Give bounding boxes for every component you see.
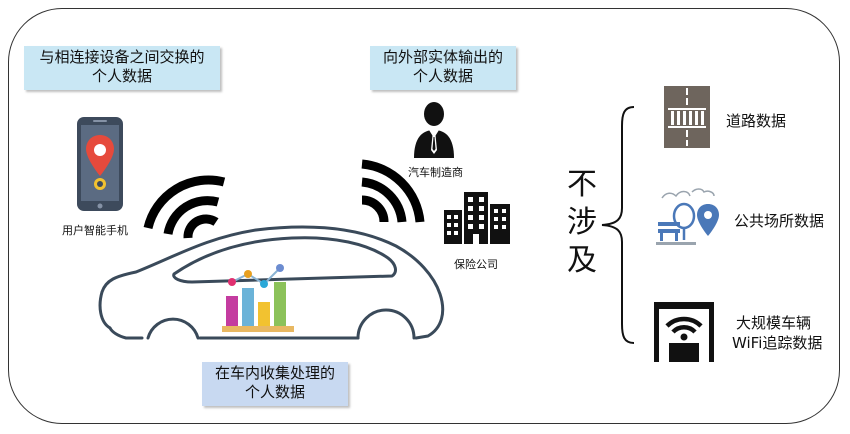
in-vehicle-data-line1: 在车内收集处理的	[214, 364, 335, 382]
manufacturer-label: 汽车制造商	[408, 166, 463, 179]
diagram-frame	[8, 8, 840, 424]
output-data-line2: 个人数据	[412, 67, 473, 85]
exclusion-char-2: 涉	[567, 205, 597, 240]
wifi-tracking-label-line1: 大规模车辆	[736, 314, 812, 332]
insurance-label: 保险公司	[454, 258, 498, 271]
exchanged-data-line1: 与相连接设备之间交换的	[39, 48, 205, 66]
wifi-tracking-icon	[654, 302, 714, 362]
road-data-label: 道路数据	[726, 112, 787, 130]
exclusion-char-1: 不	[567, 167, 597, 202]
insurance-building-icon	[444, 192, 510, 244]
wifi-signal-right-icon	[361, 159, 425, 223]
wifi-signal-left-icon	[143, 175, 226, 239]
in-vehicle-data-box: 在车内收集处理的 个人数据	[202, 362, 348, 406]
in-vehicle-data-line2: 个人数据	[244, 383, 305, 401]
road-icon	[664, 86, 710, 148]
car-outline	[98, 225, 445, 340]
manufacturer-person-icon	[414, 102, 454, 158]
smartphone-icon	[77, 117, 123, 211]
public-place-icon	[656, 188, 719, 245]
exchanged-data-line2: 个人数据	[91, 67, 152, 85]
exclusion-char-3: 及	[567, 243, 597, 278]
curly-brace	[601, 106, 635, 344]
wifi-tracking-label-line2: WiFi追踪数据	[732, 334, 823, 352]
output-data-box: 向外部实体输出的 个人数据	[370, 46, 516, 90]
exchanged-data-box: 与相连接设备之间交换的 个人数据	[24, 46, 220, 90]
smartphone-label: 用户智能手机	[62, 224, 128, 237]
public-place-label: 公共场所数据	[734, 212, 825, 230]
data-chart-icon	[222, 264, 294, 332]
output-data-line1: 向外部实体输出的	[382, 48, 503, 66]
